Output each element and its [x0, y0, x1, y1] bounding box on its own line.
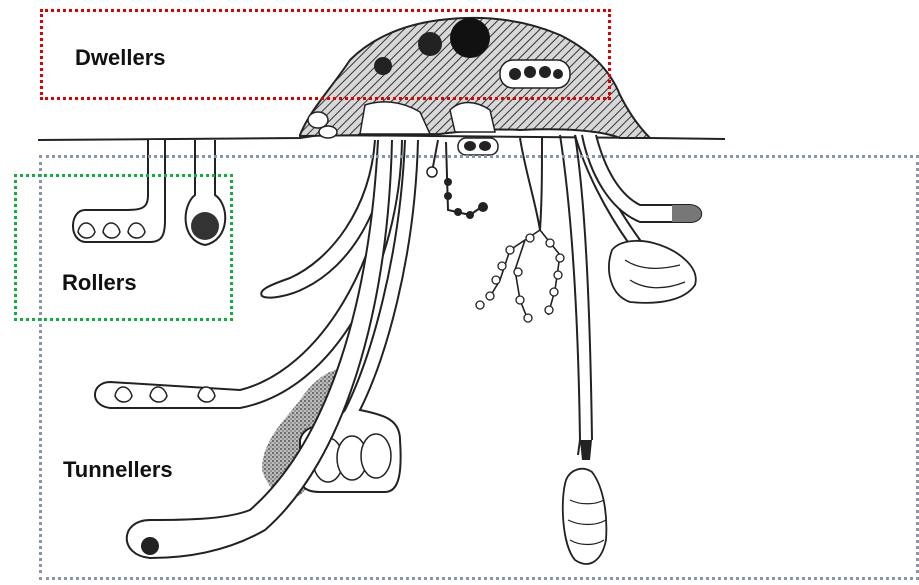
rollers-group-box [14, 174, 233, 321]
tunnellers-label: Tunnellers [63, 457, 173, 483]
rollers-label: Rollers [62, 270, 137, 296]
dwellers-label: Dwellers [75, 45, 166, 71]
